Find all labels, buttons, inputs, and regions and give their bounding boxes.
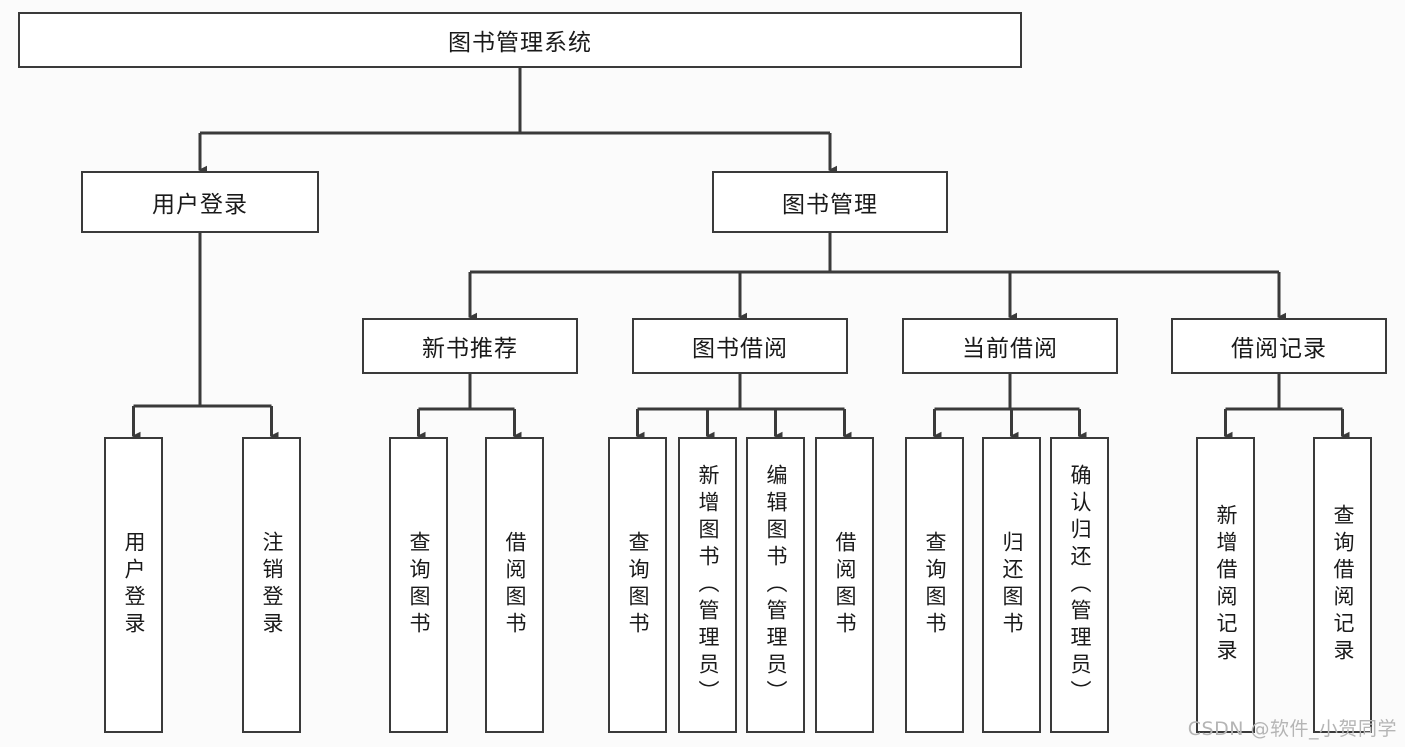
node-box-leaf-8[interactable]: 借阅图书 — [815, 437, 874, 733]
node-label-leaf-6: 新增图书（管理员） — [696, 463, 720, 707]
node-box-bookmgmt[interactable]: 图书管理 — [712, 171, 948, 233]
node-box-leaf-9[interactable]: 查询图书 — [905, 437, 964, 733]
node-box-login[interactable]: 用户登录 — [81, 171, 319, 233]
node-box-leaf-6[interactable]: 新增图书（管理员） — [678, 437, 737, 733]
node-box-leaf-1[interactable]: 用户登录 — [104, 437, 163, 733]
node-box-newbook[interactable]: 新书推荐 — [362, 318, 578, 374]
node-label-bookmgmt: 图书管理 — [782, 192, 878, 218]
node-box-leaf-10[interactable]: 归还图书 — [982, 437, 1041, 733]
node-box-borrow[interactable]: 图书借阅 — [632, 318, 848, 374]
edge-group — [131, 68, 1350, 441]
node-label-leaf-4: 借阅图书 — [503, 531, 527, 639]
node-box-root[interactable]: 图书管理系统 — [18, 12, 1022, 68]
node-box-leaf-11[interactable]: 确认归还（管理员） — [1050, 437, 1109, 733]
node-label-records: 借阅记录 — [1231, 336, 1327, 362]
node-box-leaf-3[interactable]: 查询图书 — [389, 437, 448, 733]
node-box-leaf-12[interactable]: 新增借阅记录 — [1196, 437, 1255, 733]
node-box-records[interactable]: 借阅记录 — [1171, 318, 1387, 374]
node-label-login: 用户登录 — [152, 192, 248, 218]
node-label-current: 当前借阅 — [962, 336, 1058, 362]
node-box-leaf-4[interactable]: 借阅图书 — [485, 437, 544, 733]
node-label-leaf-9: 查询图书 — [923, 531, 947, 639]
node-label-leaf-7: 编辑图书（管理员） — [764, 463, 788, 707]
node-label-newbook: 新书推荐 — [422, 336, 518, 362]
node-label-leaf-8: 借阅图书 — [833, 531, 857, 639]
node-label-leaf-10: 归还图书 — [1000, 531, 1024, 639]
node-label-leaf-2: 注销登录 — [260, 531, 284, 639]
node-box-current[interactable]: 当前借阅 — [902, 318, 1118, 374]
node-label-root: 图书管理系统 — [448, 30, 592, 56]
node-label-leaf-1: 用户登录 — [122, 531, 146, 639]
node-box-leaf-2[interactable]: 注销登录 — [242, 437, 301, 733]
node-box-leaf-7[interactable]: 编辑图书（管理员） — [746, 437, 805, 733]
node-box-leaf-13[interactable]: 查询借阅记录 — [1313, 437, 1372, 733]
node-label-leaf-12: 新增借阅记录 — [1214, 504, 1238, 666]
node-box-leaf-5[interactable]: 查询图书 — [608, 437, 667, 733]
node-label-leaf-5: 查询图书 — [626, 531, 650, 639]
node-label-leaf-13: 查询借阅记录 — [1331, 504, 1355, 666]
watermark-text: CSDN @软件_小贺同学 — [1187, 718, 1397, 740]
node-label-leaf-11: 确认归还（管理员） — [1068, 463, 1092, 707]
node-label-leaf-3: 查询图书 — [407, 531, 431, 639]
node-label-borrow: 图书借阅 — [692, 336, 788, 362]
